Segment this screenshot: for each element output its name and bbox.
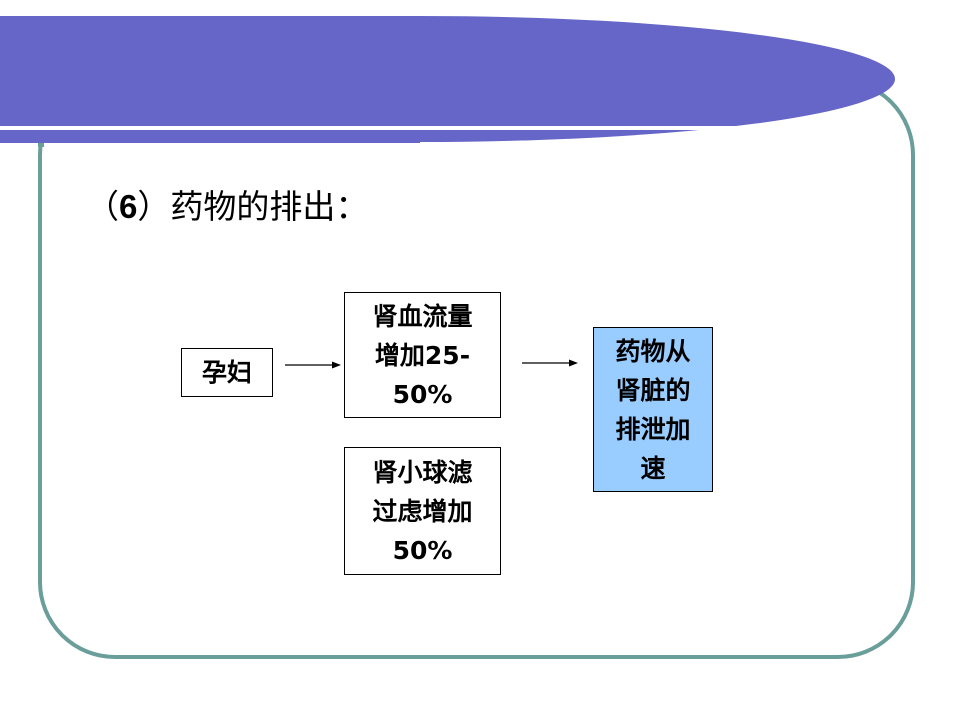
box-line: 过虑增加 — [372, 496, 473, 526]
glomerular-filtration-box: 肾小球滤 过虑增加 50% — [344, 447, 501, 575]
renal-blood-flow-box: 肾血流量 增加25- 50% — [344, 292, 501, 418]
slide-title: （6）药物的排出： — [86, 187, 369, 226]
box-line: 肾血流量 — [372, 301, 473, 331]
box-line: 速 — [640, 453, 666, 483]
box-line: 排泄加 — [615, 414, 691, 444]
banner-ellipse — [0, 16, 895, 142]
arrow-icon — [285, 361, 341, 369]
box-line: 药物从 — [615, 336, 691, 366]
box-line: 50% — [392, 535, 453, 565]
banner-divider — [0, 126, 765, 130]
box-line: 肾小球滤 — [372, 457, 473, 487]
result-box: 药物从 肾脏的 排泄加 速 — [593, 327, 713, 492]
box-line: 增加25- — [374, 340, 471, 370]
source-box: 孕妇 — [181, 348, 273, 397]
source-label: 孕妇 — [201, 358, 252, 387]
box-line: 肾脏的 — [615, 375, 691, 405]
box-line: 50% — [392, 379, 453, 409]
arrow-icon — [522, 359, 578, 367]
